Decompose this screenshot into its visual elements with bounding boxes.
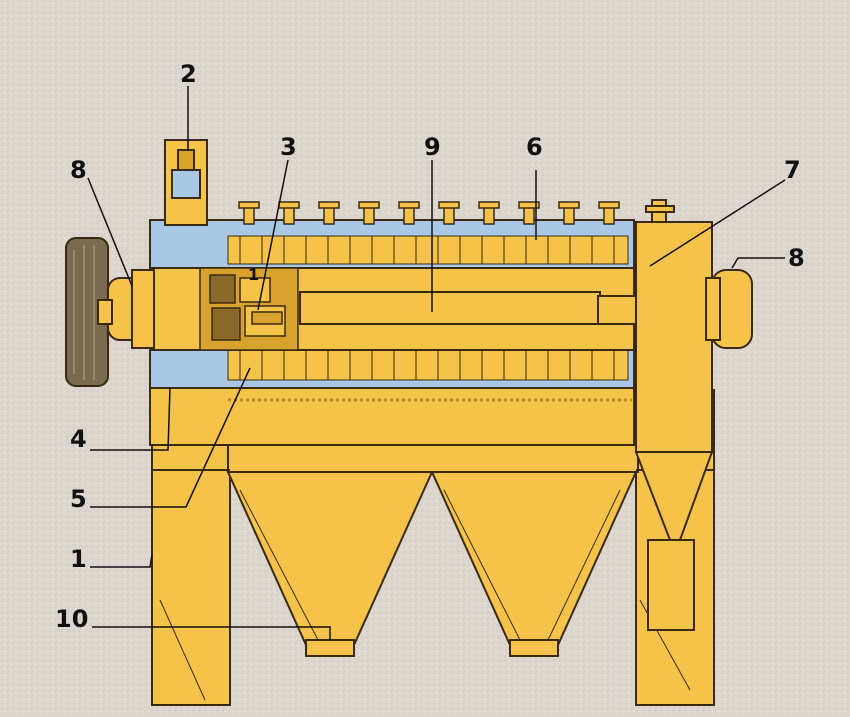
right-bearing-assembly [705, 269, 753, 349]
callout-8-left: 8 [70, 156, 87, 184]
hopper-left-outlet [305, 639, 355, 657]
leader-c5 [90, 367, 251, 508]
leader-c4 [90, 387, 171, 451]
leader-c8a [87, 177, 133, 287]
callout-9: 9 [424, 133, 441, 161]
feed-worm [199, 267, 299, 351]
callout-5: 5 [70, 485, 87, 513]
callout-6: 6 [526, 133, 543, 161]
leader-lines [87, 86, 786, 640]
barrel-housing [149, 219, 635, 389]
leader-c1 [90, 554, 153, 568]
callout-8-right: 8 [788, 244, 805, 272]
leader-c3 [257, 159, 289, 311]
callout-10: 10 [55, 605, 88, 633]
cage-lower-body [149, 384, 635, 446]
leader-c8b [731, 257, 785, 269]
discharge-hoppers [226, 471, 638, 657]
left-bearing-assembly [107, 269, 155, 349]
callout-3: 3 [280, 133, 297, 161]
callout-1: 1 [70, 545, 87, 573]
cage-adjustment-bolts [238, 201, 620, 225]
callout-1-inner: 1 [248, 265, 259, 284]
drive-pulley [65, 237, 113, 387]
callout-labels: 2 3 9 6 7 8 8 4 5 1 10 1 [55, 60, 805, 633]
discharge-housing [634, 199, 714, 631]
hopper-right-outlet [509, 639, 559, 657]
feed-inlet [164, 139, 208, 226]
callout-4: 4 [70, 425, 87, 453]
leader-c10 [92, 626, 331, 640]
callout-2: 2 [180, 60, 197, 88]
callout-7: 7 [784, 156, 801, 184]
leader-c7 [649, 179, 786, 267]
